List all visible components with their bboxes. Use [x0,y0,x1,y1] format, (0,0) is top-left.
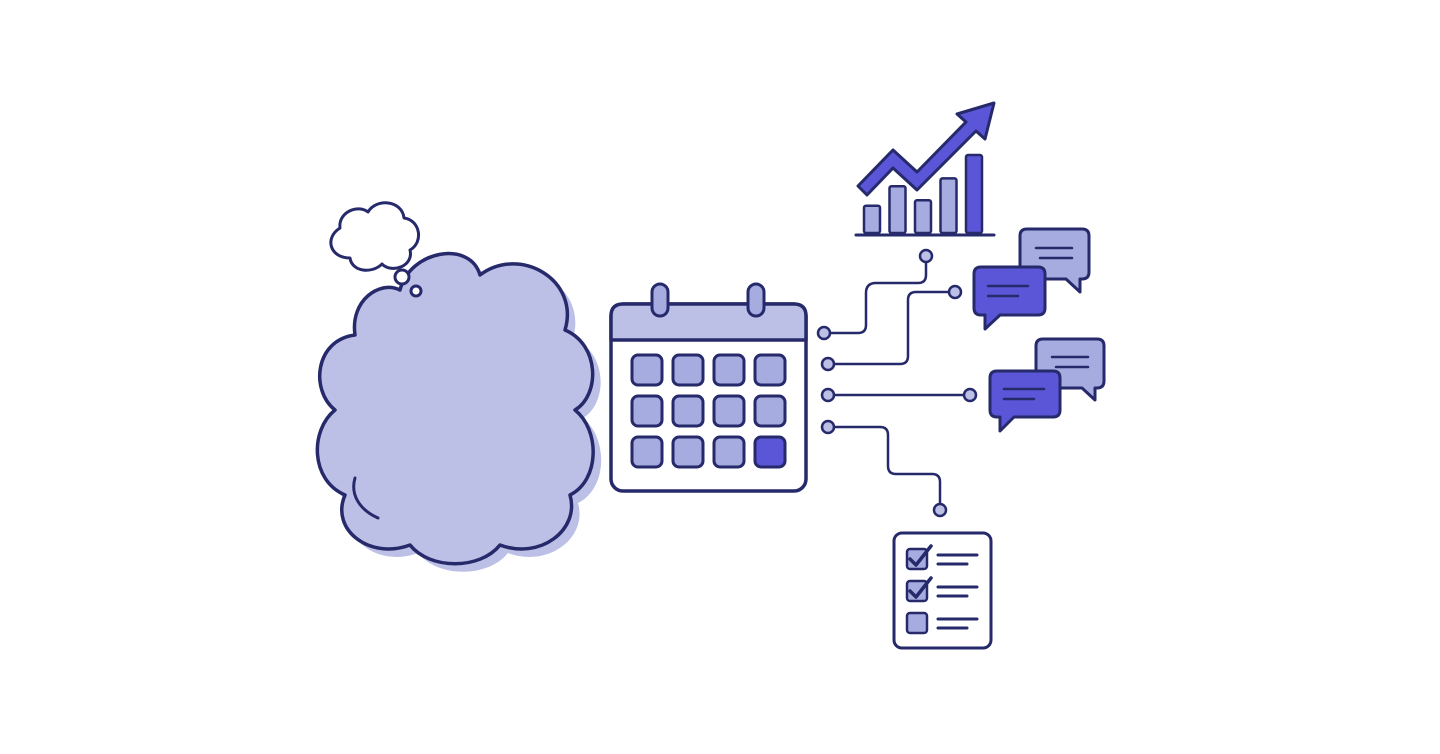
thought-cloud-body [315,251,595,566]
growth-chart-bars [862,153,984,235]
connector-lines [822,254,972,512]
check-mark-icon [908,576,933,599]
growth-chart-bar [913,198,933,235]
chat-bubbles-icon [972,227,1091,331]
node-start-3 [820,387,836,403]
chat-bubble-front-top [972,265,1047,331]
calendar-day [630,353,664,387]
connector-nodes [816,248,978,518]
thought-dot-small [409,284,423,298]
node-end-chat-top [947,284,963,300]
calendar-day [753,394,787,428]
checkbox-checked [905,579,929,603]
calendar-icon [609,282,808,493]
calendar-ring-right [746,282,766,318]
chat-bubbles-icon [988,337,1106,433]
checkbox-checked [905,547,929,571]
connector-to-chart [822,254,928,335]
calendar-day [671,435,705,469]
calendar-day [671,353,705,387]
checklist-icon [892,531,993,650]
check-mark-icon [908,544,933,567]
calendar-day [630,435,664,469]
node-start-4 [820,419,836,435]
calendar-day [753,353,787,387]
connector-to-checklist [826,425,942,512]
thought-cloud-icon [315,201,602,572]
calendar-day [630,394,664,428]
calendar-day-highlighted [753,435,787,469]
calendar-day [712,435,746,469]
calendar-day [671,394,705,428]
thought-puff [329,201,420,272]
node-start-1 [816,325,832,341]
checkbox-empty [905,611,929,635]
growth-trend-arrow [856,101,996,197]
calendar-day [712,394,746,428]
node-end-chat-bottom [962,387,978,403]
growth-chart-bar [964,153,984,235]
node-end-chart [918,248,934,264]
growth-chart-bar [862,204,882,235]
growth-chart-bar [939,177,958,235]
thought-dot-large [393,268,411,286]
connector-to-chat-top [826,290,957,366]
growth-chart-bar [888,184,907,235]
calendar-header [609,302,808,342]
calendar-day [712,353,746,387]
thought-cloud-highlight [352,476,380,520]
calendar-grid [630,353,787,469]
node-start-2 [820,356,836,372]
calendar-ring-left [650,282,670,318]
growth-chart-icon [854,101,996,237]
checklist-items [905,544,979,635]
chat-bubble-front-bottom [988,369,1062,433]
node-end-checklist [932,502,948,518]
